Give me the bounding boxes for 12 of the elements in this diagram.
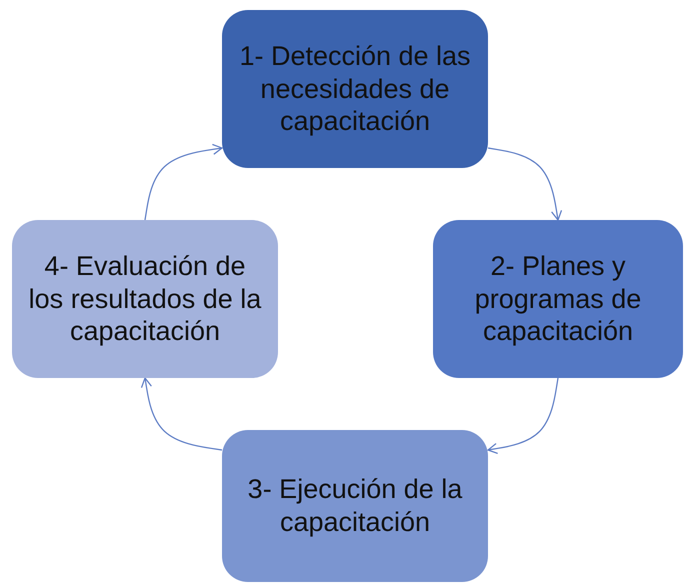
process-box [433, 220, 683, 378]
box-label: 2- Planes y programas de capacitación [474, 250, 642, 348]
arrow [487, 378, 559, 454]
box-label: 3- Ejecución de la capacitación [246, 473, 464, 539]
process-box [222, 10, 488, 168]
arrow [488, 147, 562, 221]
process-box [12, 220, 278, 378]
arrow [144, 144, 223, 220]
box-label: 4- Evaluación de los resultados de la capacitación [28, 250, 262, 348]
process-box [222, 430, 488, 582]
box-label: 1- Detección de las necesidades de capacitación [238, 40, 472, 138]
arrow [140, 377, 222, 451]
